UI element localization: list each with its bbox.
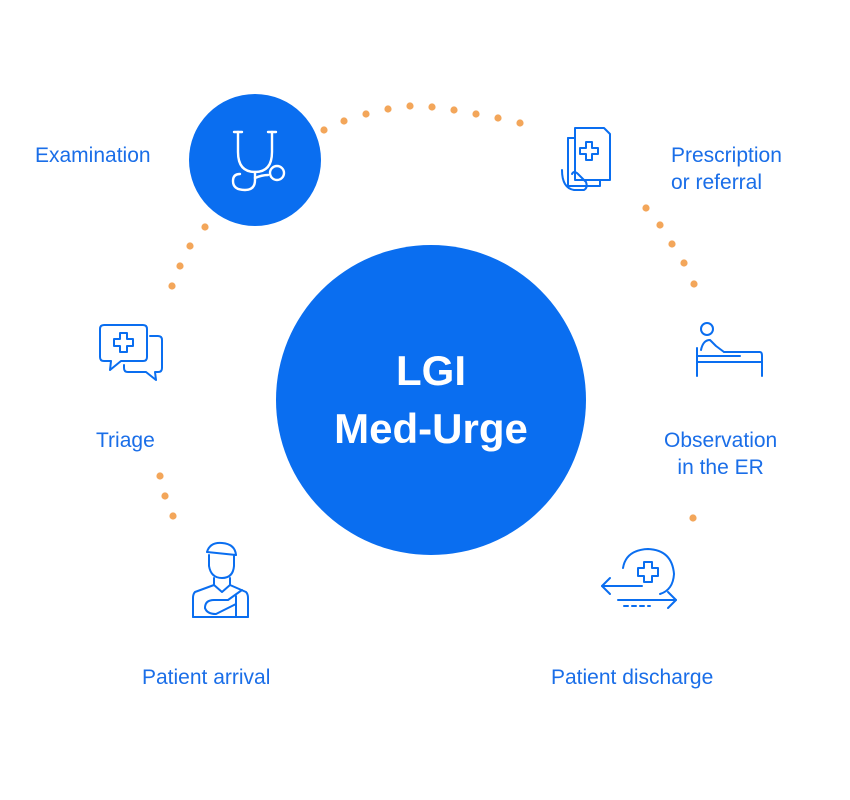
center-title: LGI Med-Urge [276,250,586,550]
step-label-examination: Examination [35,144,151,167]
center-title-line2: Med-Urge [334,405,528,452]
connector-dot [472,110,480,118]
connector-dot [516,119,524,127]
connector-dot [384,105,392,113]
connector-dot [320,126,328,134]
connector-dot [362,110,370,118]
discharge-arrows-icon [601,548,677,609]
connector-dot [161,492,169,500]
connector-dot [668,240,676,248]
connector-dot [340,117,348,125]
step-label-prescription: Prescription or referral [671,144,782,194]
step-label-observation: Observation in the ER [664,429,778,479]
connector-dot [156,472,164,480]
stethoscope-icon [231,130,286,192]
connector-dot [169,512,177,520]
connector-dot [201,223,209,231]
prescription-icon [561,127,611,191]
connector-dot [176,262,184,270]
chat-cross-icon [99,324,163,381]
step-label-triage: Triage [96,429,155,452]
hospital-bed-icon [696,322,763,377]
examination-circle [189,94,321,226]
connector-dot [656,221,664,229]
connector-dot [642,204,650,212]
connector-dot [186,242,194,250]
center-title-line1: LGI [396,347,466,394]
connector-dot [680,259,688,267]
injured-patient-icon [192,541,249,618]
connector-dot [168,282,176,290]
step-label-discharge: Patient discharge [551,666,714,689]
center-circle [276,245,586,555]
connector-dot [690,280,698,288]
connector-dot [428,103,436,111]
connector-dot [494,114,502,122]
dotted-connector [156,102,698,522]
step-label-arrival: Patient arrival [142,666,271,689]
connector-dot [406,102,414,110]
connector-dot [689,514,697,522]
connector-dot [450,106,458,114]
